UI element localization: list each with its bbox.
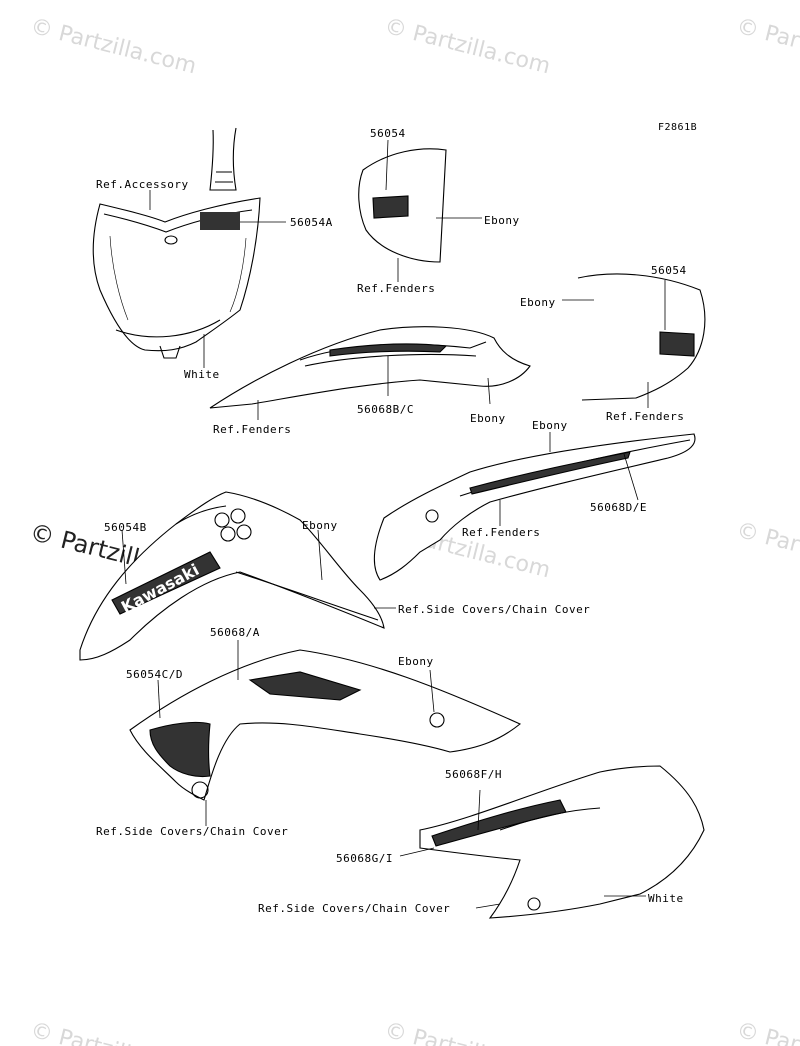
label-ebony-6: Ebony [398,655,434,668]
rear-fender-top [358,139,482,282]
label-ref-fenders-3: Ref.Fenders [213,423,292,436]
label-ref-fenders-4: Ref.Fenders [462,526,541,539]
label-56054A: 56054A [290,216,333,229]
side-cover [399,765,705,919]
label-ebony-2: Ebony [520,296,556,309]
label-56068FH: 56068F/H [445,768,502,781]
decal-56054A [200,212,240,230]
label-56068GI: 56068G/I [336,852,393,865]
label-ref-side-covers-3: Ref.Side Covers/Chain Cover [258,902,451,915]
front-fender [209,326,531,420]
label-56068DE: 56068D/E [590,501,647,514]
label-ref-fenders-2: Ref.Fenders [606,410,685,423]
figure-code: F2861B [658,122,698,133]
label-ref-accessory: Ref.Accessory [96,178,189,191]
label-ref-side-covers-2: Ref.Side Covers/Chain Cover [96,825,289,838]
radiator-shroud-lower [129,640,522,826]
label-56054B: 56054B [104,521,147,534]
label-white-1: White [184,368,220,381]
label-ebony-3: Ebony [470,412,506,425]
label-ebony-1: Ebony [484,214,520,227]
label-ebony-5: Ebony [302,519,338,532]
label-56068BC: 56068B/C [357,403,414,416]
label-ref-side-covers-1: Ref.Side Covers/Chain Cover [398,603,591,616]
radiator-shroud-upper [79,491,396,661]
leader-lines [149,190,286,368]
label-56054CD: 56054C/D [126,668,183,681]
label-white-2: White [648,892,684,905]
label-56068A: 56068/A [210,626,260,639]
label-ref-fenders-1: Ref.Fenders [357,282,436,295]
rear-fender-long [373,432,696,581]
rear-fender-right [562,273,706,408]
label-56054-right: 56054 [651,264,687,277]
front-number-plate [92,127,261,359]
label-ebony-4: Ebony [532,419,568,432]
label-56054-top: 56054 [370,127,406,140]
